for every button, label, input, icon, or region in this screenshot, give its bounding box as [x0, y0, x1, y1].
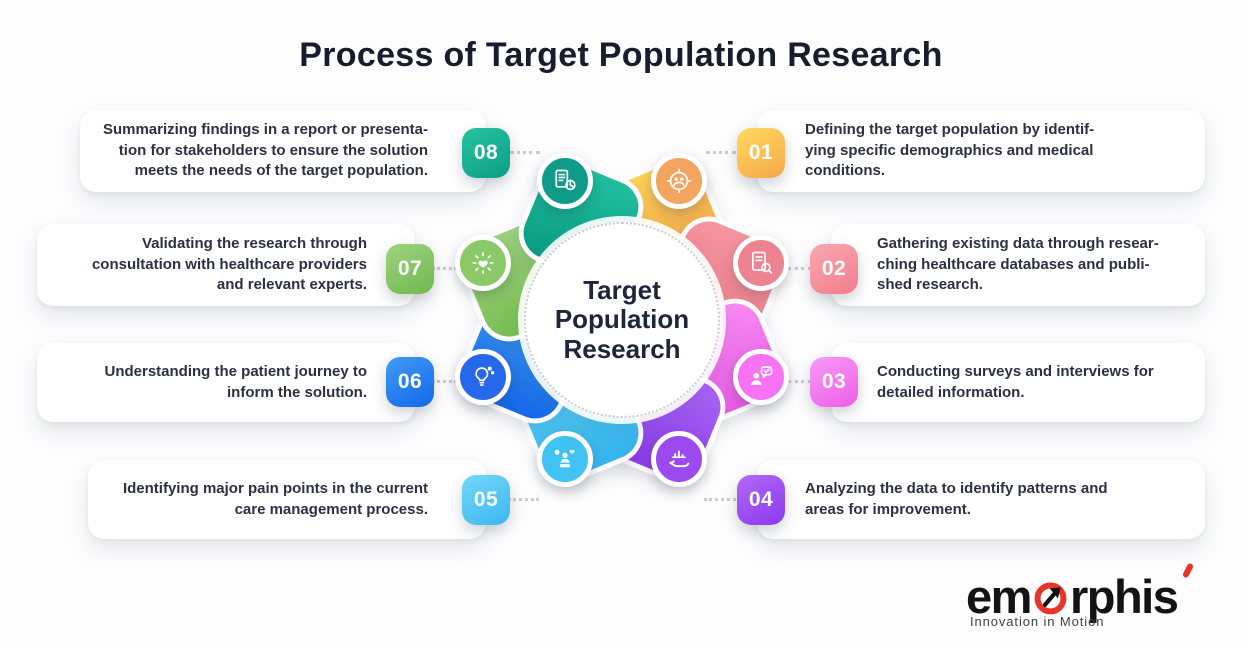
page-title: Process of Target Population Research — [299, 36, 943, 74]
center-label: Target Population Research — [554, 275, 690, 364]
step-card-02: Gathering existing data through resear- … — [831, 224, 1205, 306]
brand-tagline: Innovation in Motion — [970, 614, 1105, 629]
connector-line-04 — [704, 498, 736, 501]
connector-line-02 — [788, 267, 811, 270]
connector-line-07 — [432, 267, 457, 270]
connector-line-03 — [788, 380, 811, 383]
step-badge-07: 07 — [386, 244, 434, 294]
report-summary-icon — [537, 153, 593, 209]
interview-chat-icon — [733, 349, 789, 405]
step-badge-03: 03 — [810, 357, 858, 407]
step-text-02: Gathering existing data through resear- … — [877, 235, 1159, 294]
center-hub: Target Population Research — [524, 222, 720, 418]
validation-experts-icon — [455, 235, 511, 291]
logo-o-arrow-icon — [1032, 576, 1069, 623]
pain-points-icon — [537, 431, 593, 487]
brand-logo: em rphis Innovation in Motion — [966, 562, 1216, 640]
step-badge-02: 02 — [810, 244, 858, 294]
data-analysis-icon — [651, 431, 707, 487]
connector-line-05 — [508, 498, 539, 501]
wordmark-part-em: em — [966, 570, 1032, 623]
brand-tagline-row: Innovation in Motion — [970, 614, 1216, 629]
step-badge-04: 04 — [737, 475, 785, 525]
step-badge-06: 06 — [386, 357, 434, 407]
step-text-07: Validating the research through consulta… — [91, 235, 367, 294]
connector-line-01 — [706, 151, 736, 154]
step-card-01: Defining the target population by identi… — [757, 110, 1205, 192]
step-card-07: Validating the research through consulta… — [37, 224, 415, 306]
step-text-05: Identifying major pain points in the cur… — [122, 480, 428, 518]
connector-line-06 — [432, 380, 457, 383]
step-text-01: Defining the target population by identi… — [805, 121, 1095, 180]
step-card-06: Understanding the patient journey to inf… — [37, 343, 415, 422]
wordmark-part-rphis: rphis — [1069, 570, 1179, 623]
step-badge-05: 05 — [462, 475, 510, 525]
logo-i-accent — [1181, 562, 1195, 579]
target-audience-icon — [651, 153, 707, 209]
step-text-08: Summarizing findings in a report or pres… — [102, 121, 428, 180]
step-text-03: Conducting surveys and interviews for de… — [877, 363, 1154, 401]
step-badge-08: 08 — [462, 128, 510, 178]
database-search-icon — [733, 235, 789, 291]
step-text-04: Analyzing the data to identify patterns … — [805, 480, 1108, 518]
step-card-03: Conducting surveys and interviews for de… — [831, 343, 1205, 422]
connector-line-08 — [510, 151, 540, 154]
step-text-06: Understanding the patient journey to inf… — [104, 363, 367, 401]
brand-wordmark: em rphis — [966, 562, 1216, 623]
patient-journey-icon — [455, 349, 511, 405]
step-card-05: Identifying major pain points in the cur… — [88, 460, 486, 539]
step-card-08: Summarizing findings in a report or pres… — [80, 110, 486, 192]
step-card-04: Analyzing the data to identify patterns … — [757, 460, 1205, 539]
step-badge-01: 01 — [737, 128, 785, 178]
